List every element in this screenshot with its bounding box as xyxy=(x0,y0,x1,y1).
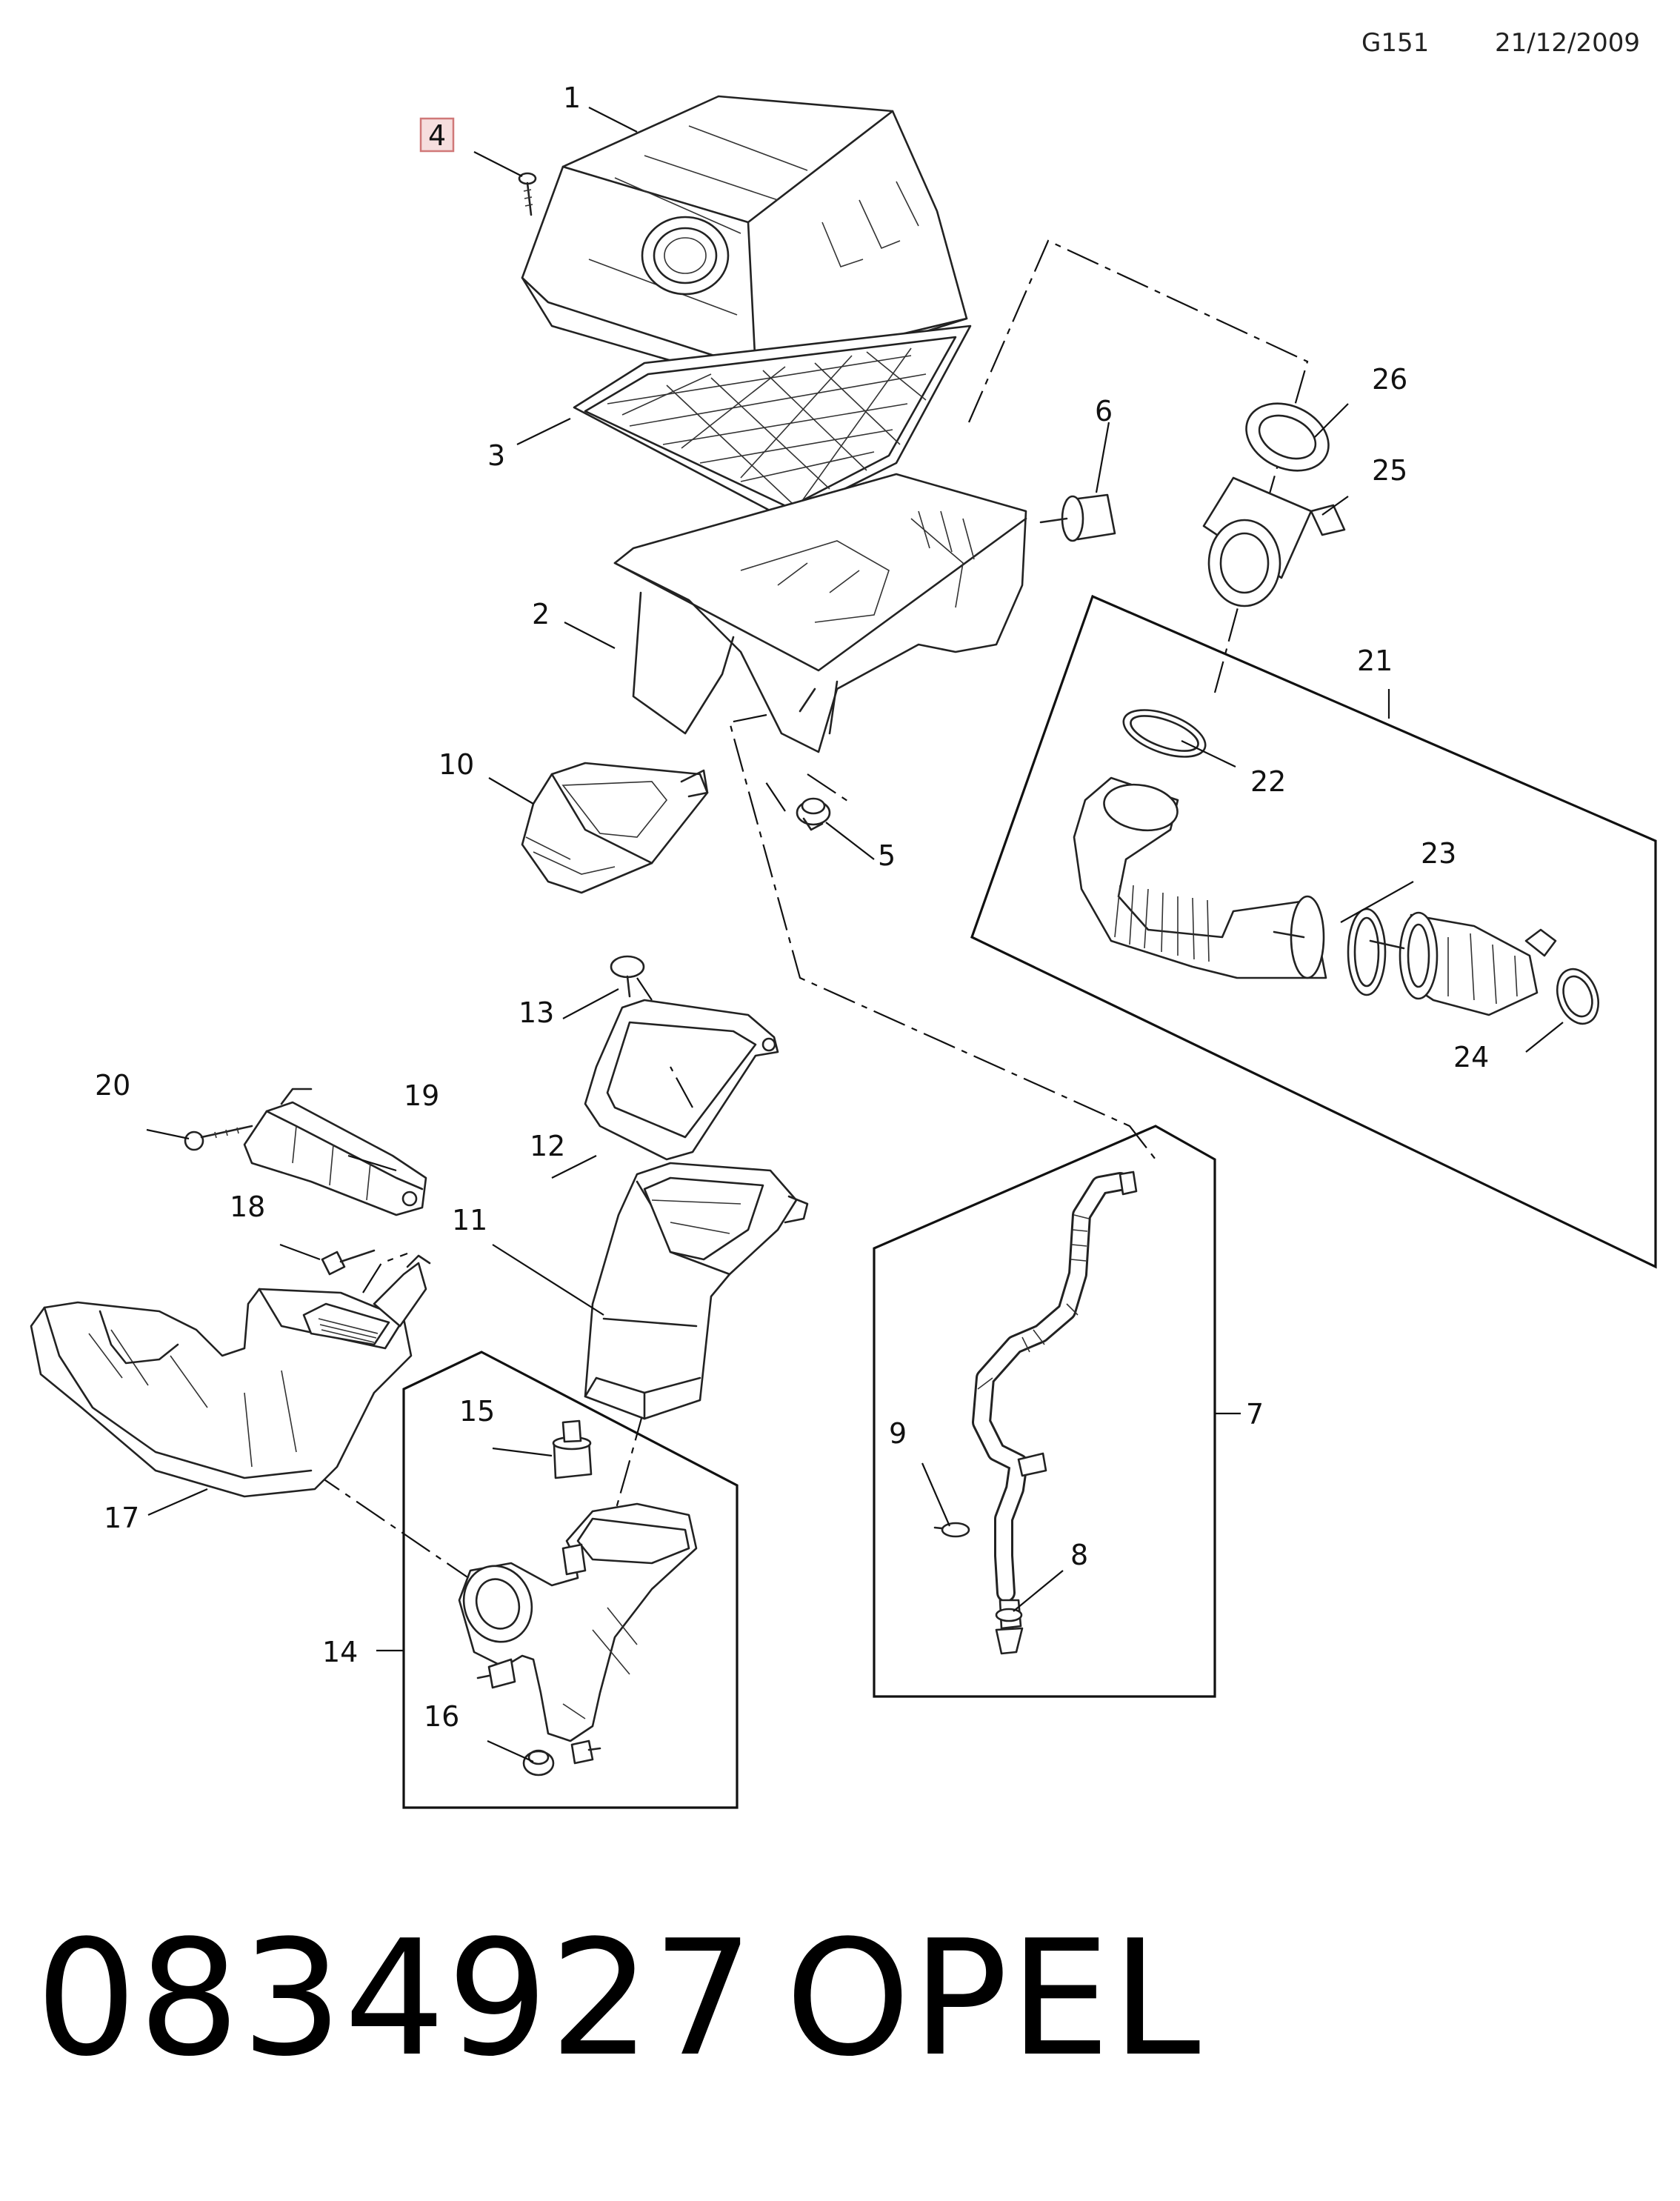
callout-2: 2 xyxy=(532,598,550,630)
callout-9: 9 xyxy=(889,1417,907,1450)
box-lower-duct-group xyxy=(376,1351,739,1809)
callout-14: 14 xyxy=(322,1636,358,1668)
callout-12: 12 xyxy=(530,1130,565,1162)
callout-24: 24 xyxy=(1453,1041,1489,1073)
callout-4: 4 xyxy=(428,119,446,152)
callout-20: 20 xyxy=(95,1069,130,1102)
part-clip-13 xyxy=(610,955,645,998)
callout-5: 5 xyxy=(878,839,896,872)
part-upper-housing xyxy=(521,95,968,387)
callout-3: 3 xyxy=(487,439,505,472)
callout-11: 11 xyxy=(452,1204,487,1236)
diagram-date: 21/12/2009 xyxy=(1495,28,1640,58)
callout-1: 1 xyxy=(563,81,581,114)
callout-15: 15 xyxy=(459,1395,495,1428)
part-seal-12 xyxy=(584,999,779,1161)
callout-16: 16 xyxy=(424,1700,459,1733)
part-screw-20 xyxy=(184,1125,253,1151)
callout-26: 26 xyxy=(1372,363,1407,396)
callout-19: 19 xyxy=(404,1079,439,1112)
callout-25: 25 xyxy=(1372,454,1407,487)
part-hose-assembly xyxy=(1073,709,1599,1025)
callout-22: 22 xyxy=(1250,765,1286,798)
callout-23: 23 xyxy=(1421,837,1456,870)
dashed-connection-lines xyxy=(310,239,1309,1582)
box-vent-hose-group xyxy=(873,1125,1241,1698)
callout-21: 21 xyxy=(1357,645,1393,677)
part-lower-duct xyxy=(458,1419,698,1777)
callout-4-highlight xyxy=(419,117,455,153)
part-intake-grille xyxy=(521,762,709,894)
footer-brand: OPEL xyxy=(785,1905,1202,2091)
part-bush-6 xyxy=(1039,493,1116,542)
callout-13: 13 xyxy=(519,996,554,1029)
part-lower-housing xyxy=(613,473,1027,753)
diagram-code: G151 xyxy=(1361,28,1430,58)
part-intake-duct xyxy=(584,1162,809,1420)
callout-labels: 1 2 3 4 5 6 7 8 9 10 11 12 13 14 15 16 1… xyxy=(95,81,1489,1733)
part-bracket-19 xyxy=(243,1088,427,1216)
box-hose-group xyxy=(970,594,1657,1269)
part-filter-element xyxy=(573,324,972,520)
callout-18: 18 xyxy=(230,1191,265,1223)
part-vent-hose xyxy=(933,1171,1138,1655)
callout-10: 10 xyxy=(439,748,474,781)
callout-7: 7 xyxy=(1246,1398,1264,1431)
callout-8: 8 xyxy=(1070,1539,1088,1571)
callout-6: 6 xyxy=(1095,395,1113,427)
footer-part-number: 0834927 xyxy=(36,1905,756,2091)
part-resonator-duct xyxy=(30,1254,431,1498)
part-screw-4 xyxy=(518,172,537,216)
leader-lines xyxy=(146,107,1564,1763)
part-grommet-5 xyxy=(796,797,831,831)
part-air-mass-sensor xyxy=(1202,402,1346,607)
part-bolt-18 xyxy=(321,1249,376,1276)
callout-17: 17 xyxy=(104,1502,139,1534)
